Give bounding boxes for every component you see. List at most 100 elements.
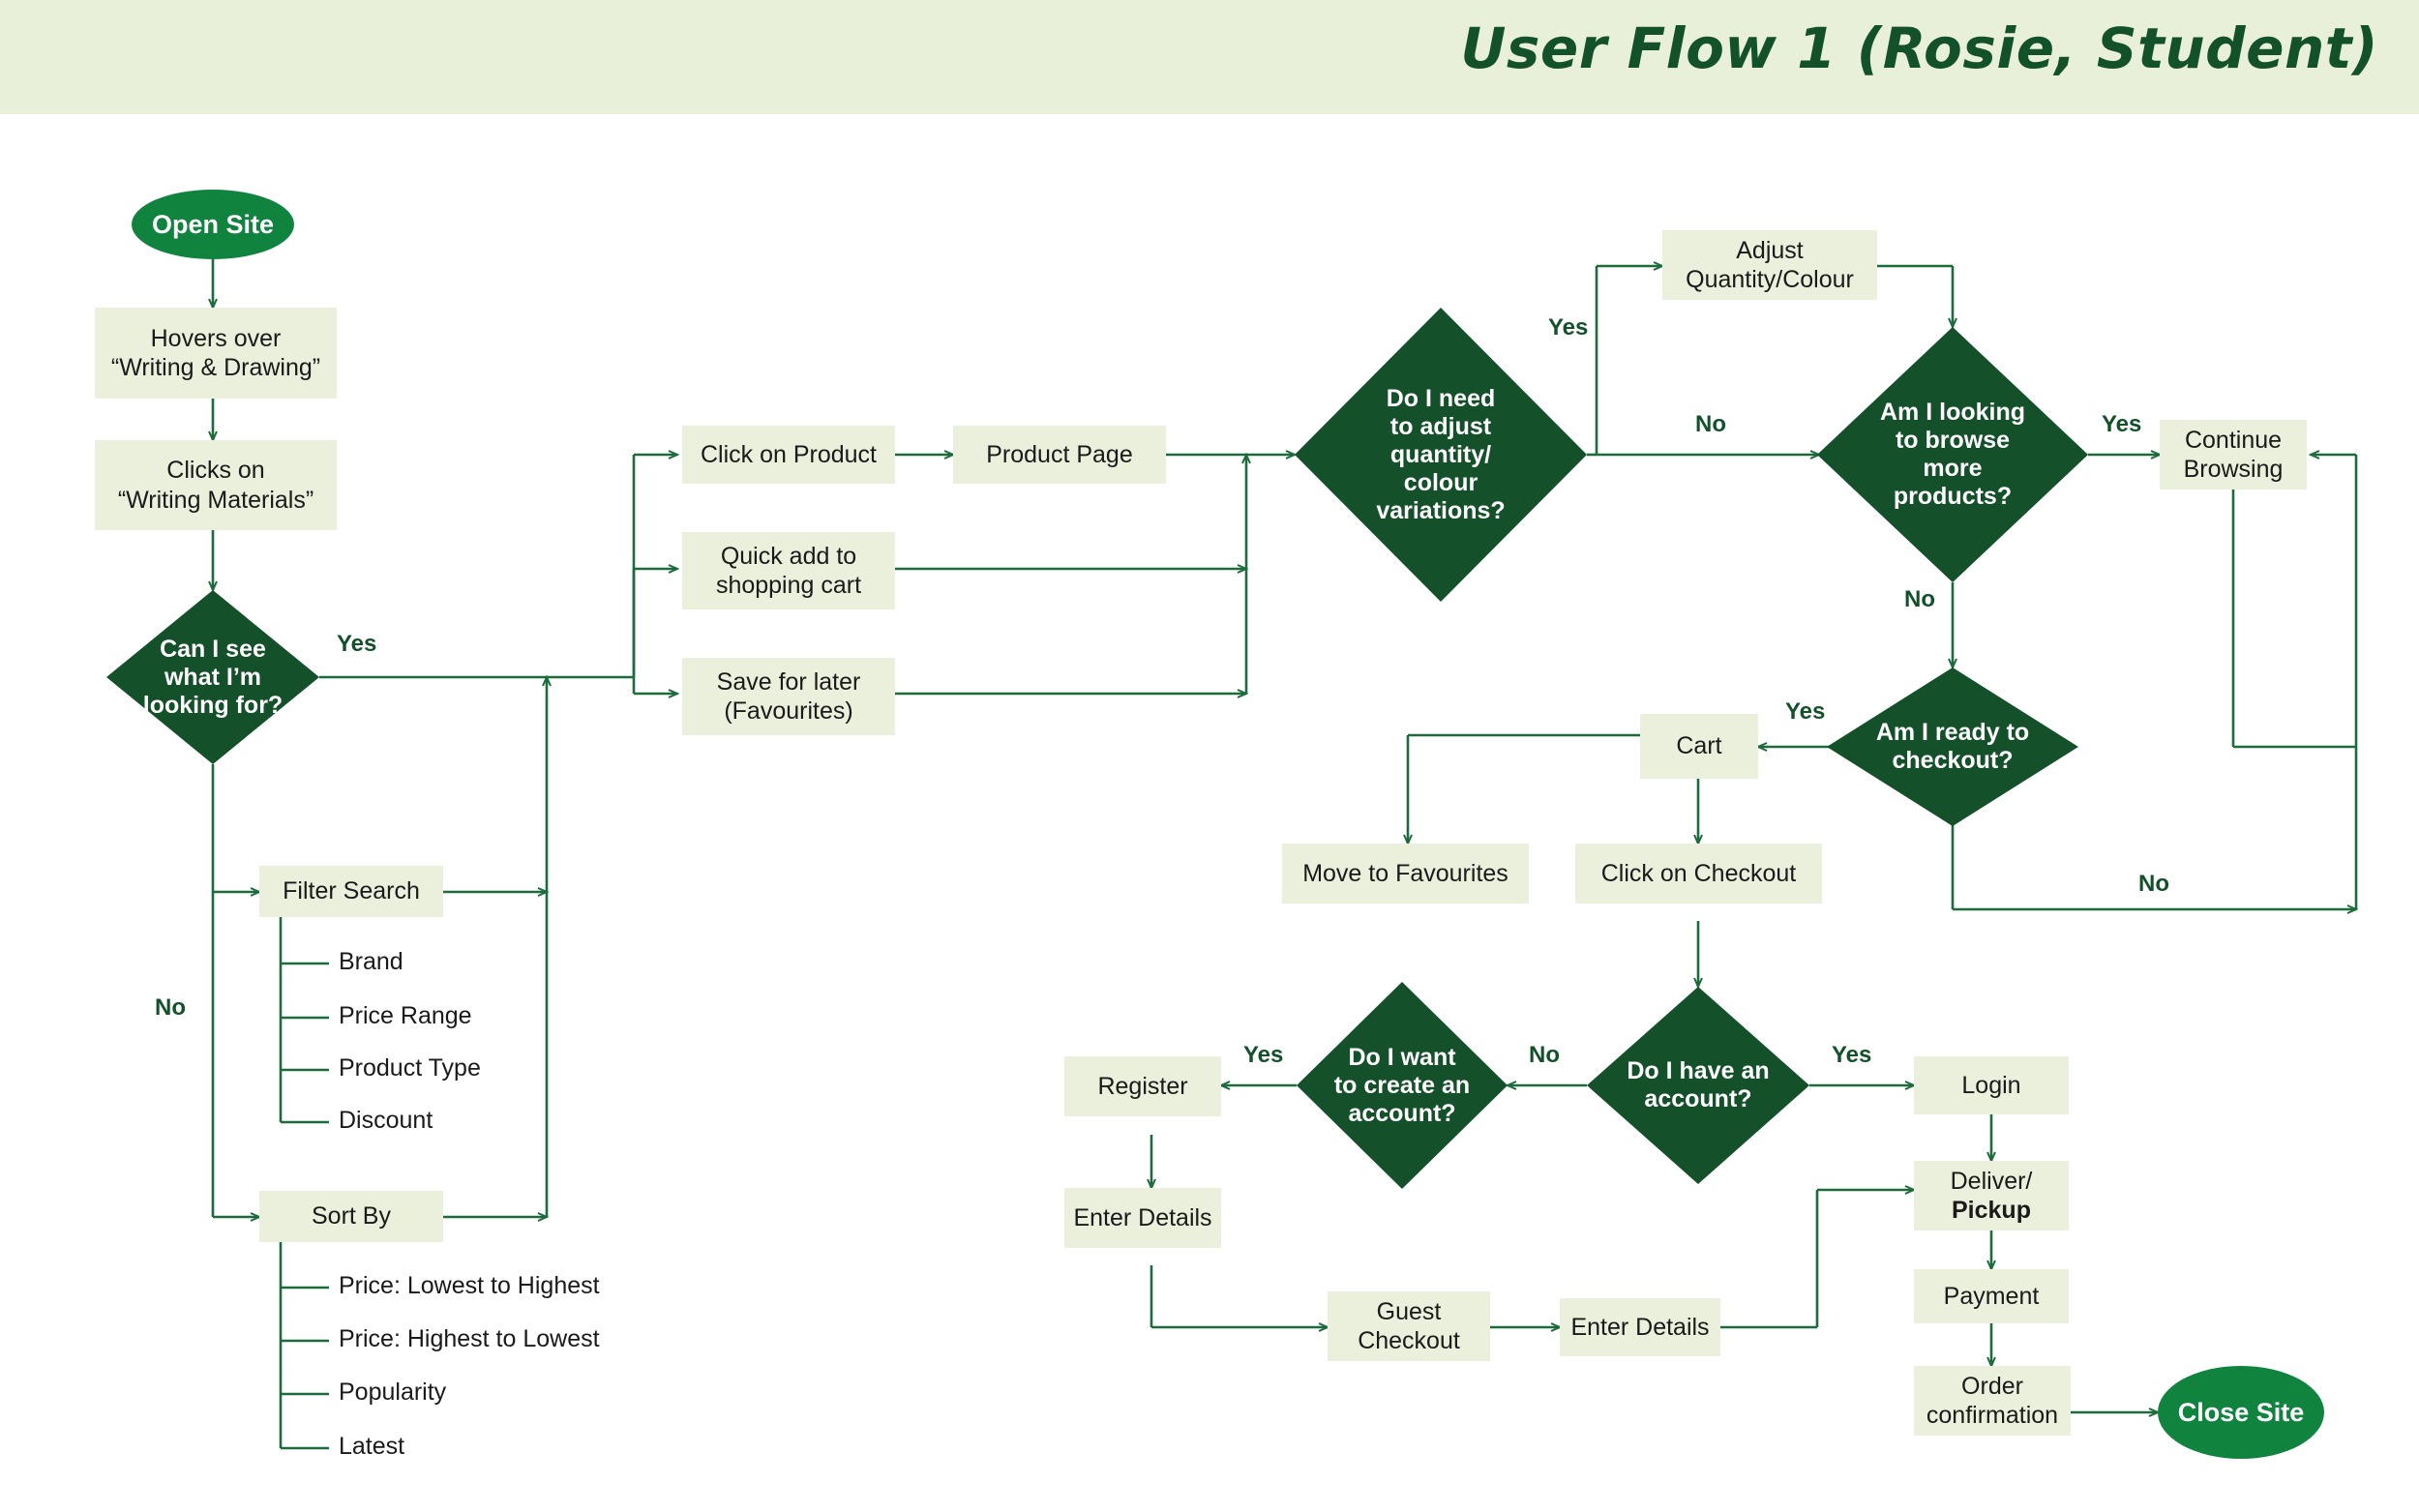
- node-can-i-see-text: Can I see what I’m looking for?: [137, 636, 288, 720]
- want-account-line3: account?: [1348, 1099, 1456, 1127]
- node-enter-details-register[interactable]: Enter Details: [1064, 1188, 1221, 1248]
- node-product-page-label: Product Page: [986, 440, 1133, 468]
- node-quick-add-line1: Quick add to: [720, 542, 857, 570]
- checkout-line2: checkout?: [1892, 747, 2014, 774]
- leaf-filter-2: Product Type: [339, 1054, 481, 1082]
- node-login[interactable]: Login: [1914, 1056, 2069, 1114]
- node-adjust-qty-line1: Adjust: [1736, 236, 1804, 264]
- node-quick-add-line2: shopping cart: [715, 572, 862, 599]
- node-adjust-qty-line2: Quantity/Colour: [1686, 266, 1854, 293]
- node-click-checkout-label: Click on Checkout: [1600, 859, 1797, 887]
- node-payment-label: Payment: [1943, 1282, 2040, 1310]
- edge-label-can-see-no: No: [155, 994, 186, 1021]
- node-save-later-line2: (Favourites): [724, 697, 853, 725]
- leaf-filter-0: Brand: [339, 948, 403, 975]
- node-click-on-checkout[interactable]: Click on Checkout: [1575, 844, 1822, 904]
- node-click-on-product-label: Click on Product: [700, 440, 878, 468]
- checkout-line1: Am I ready to: [1875, 719, 2030, 746]
- node-payment[interactable]: Payment: [1914, 1269, 2069, 1323]
- node-guest-line2: Checkout: [1358, 1327, 1460, 1354]
- node-deliver-pickup[interactable]: Deliver/ Pickup: [1914, 1161, 2069, 1230]
- edge-label-browse-yes: Yes: [2102, 411, 2142, 437]
- node-sort-by[interactable]: Sort By: [259, 1191, 443, 1242]
- edge-label-checkout-yes: Yes: [1785, 698, 1826, 725]
- node-order-line2: confirmation: [1926, 1402, 2059, 1429]
- node-close-site[interactable]: Close Site: [2158, 1366, 2324, 1459]
- leaf-sort-3: Latest: [339, 1433, 405, 1460]
- node-click-on-product[interactable]: Click on Product: [682, 426, 895, 484]
- leaf-filter-1: Price Range: [339, 1002, 472, 1029]
- edge-label-want-account-yes: Yes: [1243, 1042, 1284, 1068]
- node-enter-details-guest[interactable]: Enter Details: [1560, 1298, 1720, 1356]
- node-register[interactable]: Register: [1064, 1056, 1221, 1116]
- node-open-site-label: Open Site: [151, 209, 275, 239]
- node-deliver-line1: Deliver/: [1950, 1167, 2033, 1195]
- node-filter-search-label: Filter Search: [283, 877, 420, 905]
- node-save-for-later[interactable]: Save for later (Favourites): [682, 658, 895, 735]
- node-ready-checkout-text: Am I ready to checkout?: [1870, 719, 2035, 775]
- edge-label-have-account-no: No: [1529, 1042, 1560, 1068]
- node-have-account-text: Do I have an account?: [1621, 1057, 1775, 1113]
- page-title: User Flow 1 (Rosie, Student): [1460, 15, 2378, 81]
- node-pickup-line2: Pickup: [1952, 1197, 2031, 1224]
- node-cart[interactable]: Cart: [1640, 714, 1758, 779]
- edge-label-adjust-no: No: [1695, 411, 1726, 437]
- node-open-site[interactable]: Open Site: [132, 190, 294, 259]
- node-filter-search[interactable]: Filter Search: [259, 866, 443, 917]
- node-decision-ready-checkout[interactable]: Am I ready to checkout?: [1827, 667, 2078, 826]
- node-save-later-line1: Save for later: [716, 667, 861, 696]
- node-product-page[interactable]: Product Page: [953, 426, 1166, 484]
- header-band: [0, 0, 2419, 114]
- node-adjust-decision-text: Do I need to adjust quantity/ colour var…: [1370, 385, 1510, 525]
- adjust-line3: quantity/: [1389, 440, 1492, 468]
- node-quick-add[interactable]: Quick add to shopping cart: [682, 532, 895, 609]
- have-account-line2: account?: [1644, 1085, 1752, 1112]
- node-continue-line1: Continue: [2184, 426, 2283, 454]
- node-decision-adjust-variations[interactable]: Do I need to adjust quantity/ colour var…: [1295, 308, 1587, 602]
- leaf-sort-1: Price: Highest to Lowest: [339, 1325, 600, 1352]
- node-clicks-line2: “Writing Materials”: [117, 486, 314, 514]
- want-account-line1: Do I want: [1348, 1043, 1456, 1071]
- edge-label-checkout-no: No: [2138, 871, 2169, 897]
- adjust-line1: Do I need: [1386, 384, 1496, 412]
- node-continue-browsing[interactable]: Continue Browsing: [2160, 420, 2307, 489]
- node-enter-details-guest-label: Enter Details: [1570, 1313, 1710, 1341]
- browse-line2: to browse: [1895, 427, 2011, 454]
- node-decision-have-account[interactable]: Do I have an account?: [1587, 987, 1809, 1184]
- node-move-to-favourites[interactable]: Move to Favourites: [1282, 844, 1529, 904]
- node-order-confirmation[interactable]: Order confirmation: [1914, 1366, 2071, 1436]
- node-guest-checkout[interactable]: Guest Checkout: [1328, 1291, 1490, 1361]
- edge-label-adjust-yes: Yes: [1548, 314, 1589, 341]
- adjust-line2: to adjust: [1389, 412, 1492, 440]
- have-account-line1: Do I have an: [1627, 1057, 1770, 1084]
- leaf-sort-0: Price: Lowest to Highest: [339, 1272, 600, 1299]
- node-hovers-line2: “Writing & Drawing”: [110, 354, 321, 381]
- node-close-site-label: Close Site: [2177, 1397, 2305, 1427]
- browse-line3: more: [1923, 455, 1983, 482]
- adjust-line5: variations?: [1376, 496, 1506, 524]
- node-continue-line2: Browsing: [2183, 456, 2284, 483]
- edge-label-have-account-yes: Yes: [1832, 1042, 1872, 1068]
- node-cart-label: Cart: [1676, 732, 1722, 760]
- node-sort-by-label: Sort By: [312, 1202, 391, 1230]
- node-register-label: Register: [1097, 1072, 1188, 1100]
- node-hovers-over[interactable]: Hovers over “Writing & Drawing”: [95, 308, 337, 399]
- node-guest-line1: Guest: [1376, 1297, 1442, 1325]
- can-i-see-line1: Can I see: [160, 635, 266, 663]
- node-clicks-line1: Clicks on: [166, 457, 265, 484]
- edge-label-browse-no: No: [1904, 586, 1935, 612]
- adjust-line4: colour: [1403, 468, 1478, 496]
- node-browse-more-text: Am I looking to browse more products?: [1874, 399, 2031, 511]
- browse-line4: products?: [1893, 483, 2013, 510]
- node-decision-can-i-see[interactable]: Can I see what I’m looking for?: [106, 590, 319, 764]
- node-adjust-quantity-colour[interactable]: Adjust Quantity/Colour: [1662, 230, 1877, 300]
- node-order-line1: Order: [1961, 1372, 2023, 1400]
- node-clicks-on[interactable]: Clicks on “Writing Materials”: [95, 440, 337, 530]
- node-decision-browse-more[interactable]: Am I looking to browse more products?: [1817, 327, 2088, 582]
- node-want-account-text: Do I want to create an account?: [1329, 1044, 1476, 1128]
- browse-line1: Am I looking: [1880, 399, 2025, 426]
- node-decision-want-account[interactable]: Do I want to create an account?: [1297, 982, 1508, 1189]
- node-enter-details-left-label: Enter Details: [1073, 1203, 1212, 1231]
